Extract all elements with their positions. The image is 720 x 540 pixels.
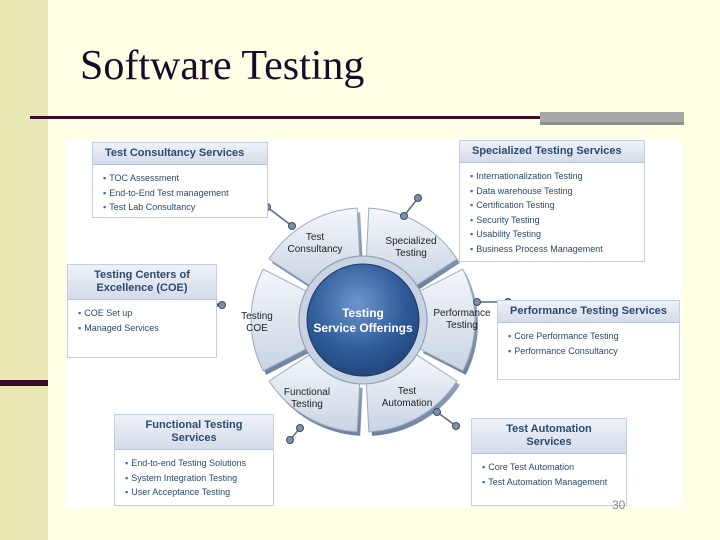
petal-label-performance: Performance Testing: [433, 308, 491, 331]
box-test-consultancy: Test Consultancy Services TOC Assessment…: [92, 142, 268, 218]
box-title: Functional Testing Services: [115, 415, 273, 450]
box-list-item: Business Process Management: [470, 242, 638, 257]
connector-pin-consultancy: [288, 222, 296, 230]
box-list-item: Managed Services: [78, 321, 210, 336]
box-list-item: COE Set up: [78, 306, 210, 321]
petal-label-consultancy: Test Consultancy: [287, 232, 343, 255]
title-underline-accent-lower: [540, 122, 684, 125]
box-item-list: COE Set upManaged Services: [68, 300, 216, 339]
slide-title: Software Testing: [80, 43, 365, 89]
box-testing-coe: Testing Centers of Excellence (COE) COE …: [67, 264, 217, 358]
box-title: Performance Testing Services: [498, 301, 679, 323]
box-list-item: Core Test Automation: [482, 460, 620, 475]
connector-pin-functional: [296, 424, 304, 432]
connector-pin-specialized: [414, 194, 422, 202]
petal-label-functional: Functional Testing: [283, 387, 331, 410]
box-list-item: Test Lab Consultancy: [103, 200, 261, 215]
title-underline-accent: [540, 112, 684, 122]
connector-pin-automation: [433, 408, 441, 416]
box-list-item: Certification Testing: [470, 198, 638, 213]
petal-label-coe: Testing COE: [241, 311, 273, 334]
box-item-list: Core Test AutomationTest Automation Mana…: [472, 454, 626, 493]
box-item-list: TOC AssessmentEnd-to-End Test management…: [93, 165, 267, 219]
petal-label-automation: Test Automation: [381, 386, 433, 409]
box-item-list: End-to-end Testing SolutionsSystem Integ…: [115, 450, 273, 504]
connector-pin-specialized: [400, 212, 408, 220]
connector-pin-coe: [218, 301, 226, 309]
box-list-item: System Integration Testing: [125, 471, 267, 486]
connector-pin-automation: [452, 422, 460, 430]
box-list-item: Usability Testing: [470, 227, 638, 242]
box-title: Testing Centers of Excellence (COE): [68, 265, 216, 300]
box-list-item: End-to-End Test management: [103, 186, 261, 201]
box-performance-testing: Performance Testing Services Core Perfor…: [497, 300, 680, 380]
box-list-item: Data warehouse Testing: [470, 184, 638, 199]
box-specialized-testing: Specialized Testing Services Internation…: [459, 140, 645, 262]
box-item-list: Internationalization TestingData warehou…: [460, 163, 644, 260]
petal-label-specialized: Specialized Testing: [385, 236, 437, 259]
box-list-item: Performance Consultancy: [508, 344, 673, 359]
box-test-automation: Test Automation Services Core Test Autom…: [471, 418, 627, 506]
box-list-item: Internationalization Testing: [470, 169, 638, 184]
box-list-item: Test Automation Management: [482, 475, 620, 490]
page-number: 30: [612, 498, 626, 512]
connector-pin-performance: [473, 298, 481, 306]
hub-circle: [306, 263, 420, 377]
box-title: Specialized Testing Services: [460, 141, 644, 163]
box-list-item: TOC Assessment: [103, 171, 261, 186]
title-underline: [30, 116, 540, 119]
box-list-item: Core Performance Testing: [508, 329, 673, 344]
left-decor-bar: [0, 380, 48, 386]
box-list-item: User Acceptance Testing: [125, 485, 267, 500]
box-list-item: Security Testing: [470, 213, 638, 228]
connector-pin-functional: [286, 436, 294, 444]
box-title: Test Automation Services: [472, 419, 626, 454]
hub-label: Testing Service Offerings: [313, 306, 413, 335]
left-decor-strip: [0, 0, 48, 540]
box-list-item: End-to-end Testing Solutions: [125, 456, 267, 471]
box-functional-testing: Functional Testing Services End-to-end T…: [114, 414, 274, 506]
box-title: Test Consultancy Services: [93, 143, 267, 165]
connector-line-consultancy: [266, 206, 293, 227]
